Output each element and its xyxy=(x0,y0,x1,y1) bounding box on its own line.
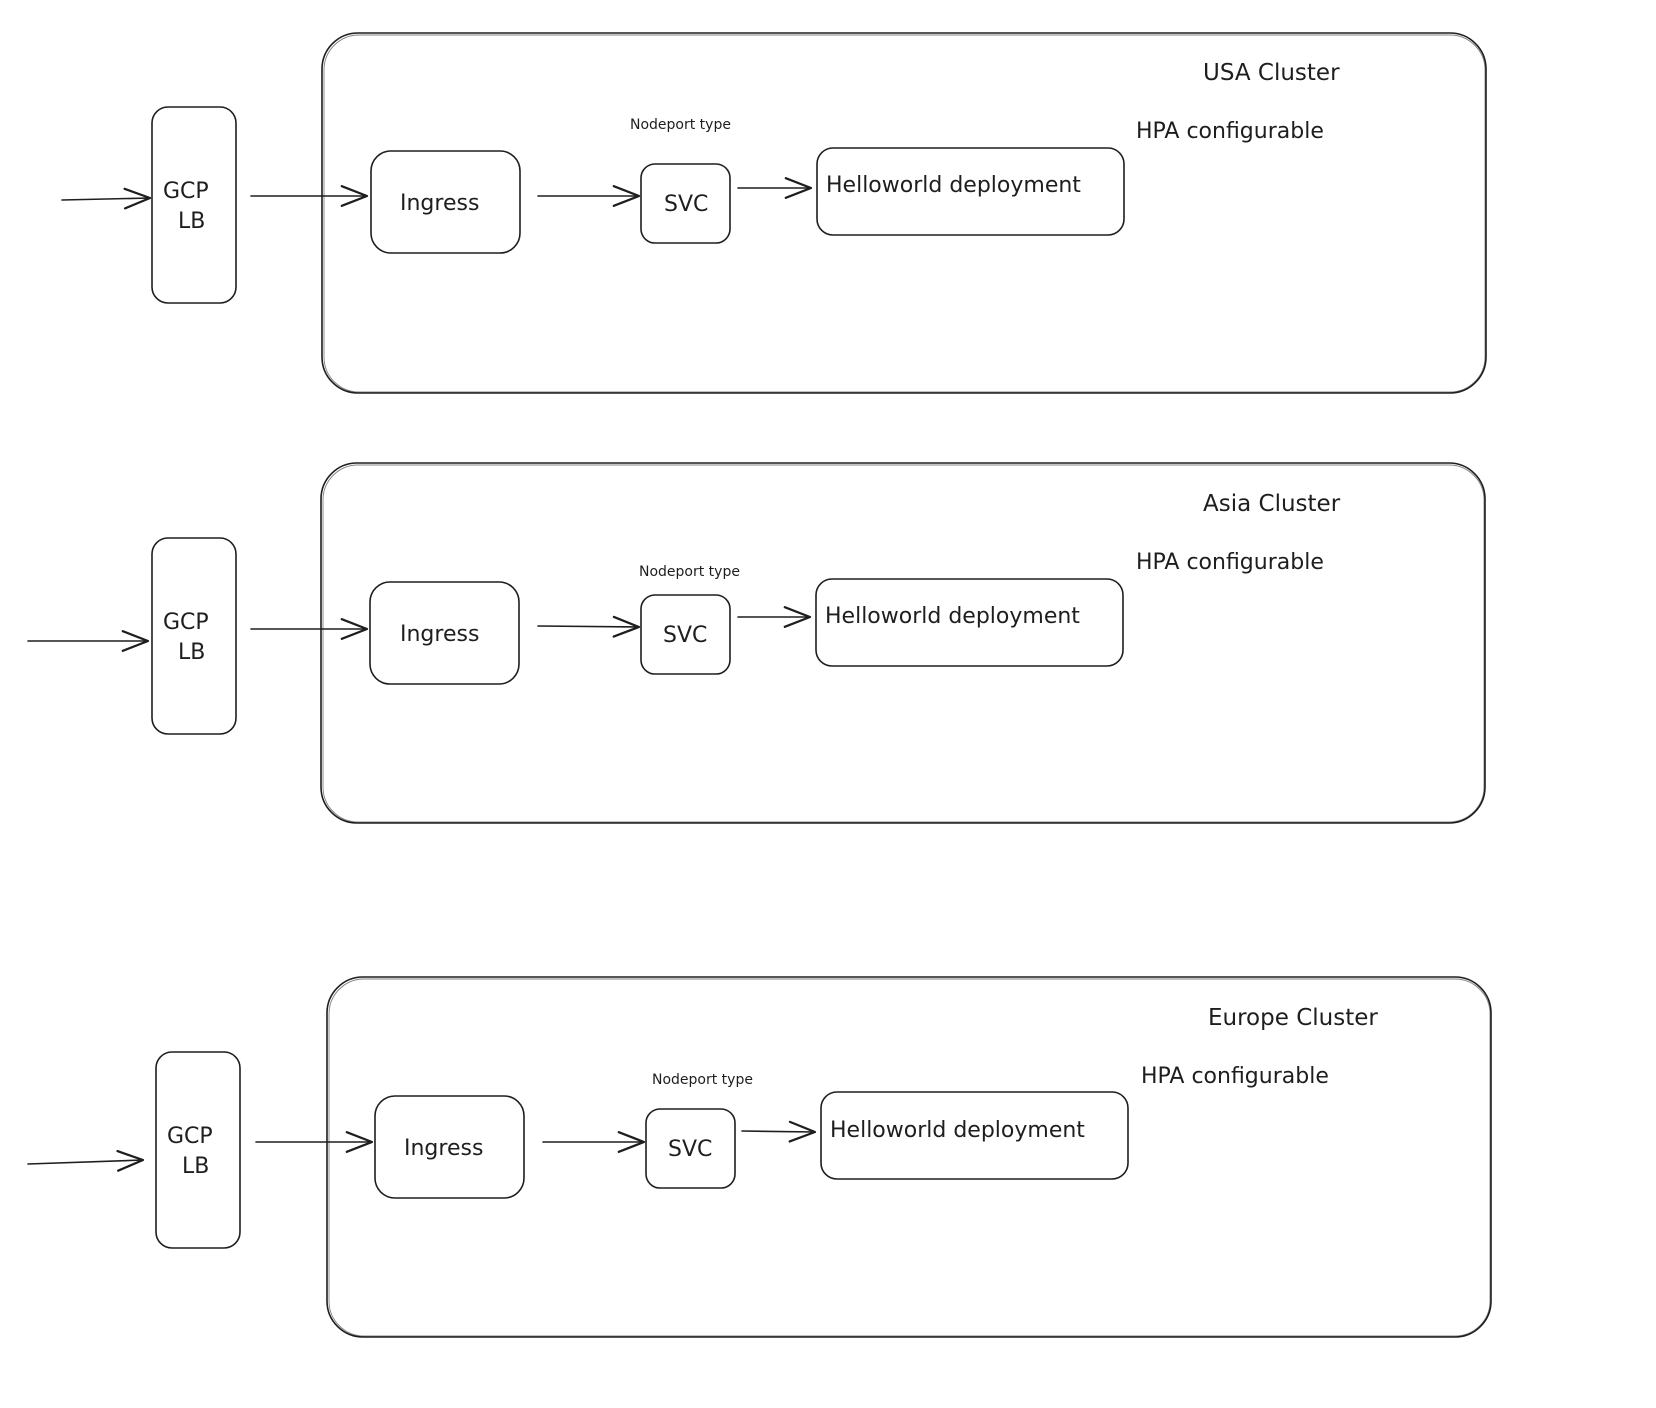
cluster-asia-ingress-to-svc-arrow xyxy=(537,615,641,638)
cluster-usa-gcp-lb-box xyxy=(151,106,237,304)
cluster-europe-ingress-label: Ingress xyxy=(404,1136,483,1161)
cluster-europe-gcp-lb-label-line2: LB xyxy=(182,1154,209,1179)
cluster-usa-hpa-note: HPA configurable xyxy=(1136,119,1324,144)
cluster-usa-ingress-box xyxy=(370,150,521,254)
cluster-asia-hpa-note: HPA configurable xyxy=(1136,550,1324,575)
cluster-usa-svc-label: SVC xyxy=(664,192,708,217)
cluster-europe-title: Europe Cluster xyxy=(1208,1005,1378,1031)
cluster-asia-svc-label: SVC xyxy=(663,623,707,648)
cluster-asia-title: Asia Cluster xyxy=(1203,491,1341,517)
cluster-europe-gcp-lb-label-line1: GCP xyxy=(167,1124,213,1149)
cluster-asia-svc-box xyxy=(640,594,731,675)
cluster-usa-gcp-lb-label-line2: LB xyxy=(178,209,205,234)
cluster-asia-frame xyxy=(320,462,1486,824)
cluster-usa-incoming-arrow xyxy=(61,187,152,210)
cluster-usa-svc-box xyxy=(640,163,731,244)
cluster-asia: Asia Cluster HPA configurable GCP LB Ing… xyxy=(27,462,1486,824)
cluster-usa-svc-note: Nodeport type xyxy=(630,117,731,133)
cluster-asia-deployment-label: Helloworld deployment xyxy=(825,604,1080,629)
cluster-asia-gcp-lb-label-line1: GCP xyxy=(163,610,209,635)
cluster-asia-ingress-box xyxy=(369,581,520,685)
cluster-asia-gcp-lb-label-line2: LB xyxy=(178,640,205,665)
cluster-asia-deployment-box xyxy=(815,578,1124,667)
cluster-europe-deployment-box xyxy=(820,1091,1129,1180)
cluster-europe-svc-note: Nodeport type xyxy=(652,1072,753,1088)
cluster-europe-svc-label: SVC xyxy=(668,1137,712,1162)
cluster-asia-ingress-label: Ingress xyxy=(400,622,479,647)
cluster-europe-gcp-lb-box xyxy=(155,1051,241,1249)
cluster-asia-gcp-lb-box xyxy=(151,537,237,735)
cluster-europe: Europe Cluster HPA configurable GCP LB I… xyxy=(27,976,1492,1338)
cluster-usa-gcp-lb-label-line1: GCP xyxy=(163,179,209,204)
cluster-europe-svc-to-deployment-arrow xyxy=(741,1120,817,1143)
cluster-europe-hpa-note: HPA configurable xyxy=(1141,1064,1329,1089)
cluster-europe-svc-box xyxy=(645,1108,736,1189)
cluster-usa-frame xyxy=(321,32,1487,394)
cluster-europe-ingress-box xyxy=(374,1095,525,1199)
cluster-europe-deployment-label: Helloworld deployment xyxy=(830,1118,1085,1143)
cluster-europe-frame xyxy=(326,976,1492,1338)
cluster-usa-ingress-label: Ingress xyxy=(400,191,479,216)
cluster-usa-title: USA Cluster xyxy=(1203,60,1340,86)
cluster-usa: USA Cluster HPA configurable GCP LB Ingr… xyxy=(61,32,1487,394)
cluster-usa-deployment-label: Helloworld deployment xyxy=(826,173,1081,198)
cluster-europe-incoming-arrow xyxy=(27,1149,145,1172)
cluster-asia-svc-note: Nodeport type xyxy=(639,564,740,580)
cluster-usa-deployment-box xyxy=(816,147,1125,236)
